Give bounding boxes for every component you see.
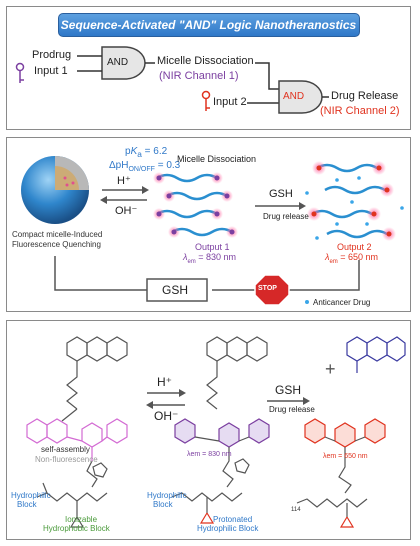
dph-prefix: ΔpH — [109, 160, 129, 171]
lambda-650-label: λem = 650 nm — [323, 453, 368, 460]
hydrophilic-block-2-line1: Hydrophilic — [147, 491, 187, 500]
pka-value: = 6.2 — [141, 146, 168, 157]
gate2-label: AND — [283, 91, 305, 102]
protonated-structure — [171, 336, 270, 524]
micelle-illustration — [21, 156, 404, 306]
output2-lambda-symbol: λ — [325, 252, 330, 262]
pka-sub: a — [137, 149, 142, 159]
wire-to-gate2 — [255, 62, 279, 90]
ionizable-line1: Ionizable — [65, 515, 98, 524]
protonated-line2: Hydrophilic Block — [197, 524, 259, 533]
fluorophore-dots-1 — [153, 172, 238, 238]
lambda-830-label: λem = 830 nm — [187, 451, 232, 458]
gsh-label-3: GSH — [275, 383, 302, 397]
protonated-line1: Protonated — [213, 515, 253, 524]
output2-value: = 650 nm — [337, 252, 379, 262]
and-gate-1 — [101, 46, 146, 80]
prodrug-structure — [26, 336, 128, 528]
dissociated-polymers — [156, 173, 233, 237]
ionizable-line2: Hydrophobic Block — [43, 524, 110, 533]
pka-label: pKa = 6.2 — [125, 146, 167, 159]
logic-panel: Sequence-Activated "AND" Logic Nanothera… — [6, 6, 411, 130]
drug-dots — [305, 176, 404, 240]
input2-label: Input 2 — [213, 96, 247, 108]
hydrophilic-block-2-line2: Block — [153, 500, 173, 509]
output1-label: Output 1 — [195, 242, 230, 252]
output2-label: Output 2 — [337, 242, 372, 252]
released-polymers — [311, 163, 388, 239]
h-plus-label: H⁺ — [117, 175, 131, 187]
compact-line-2: Fluorescence Quenching — [12, 240, 101, 249]
oh-minus-label: OH⁻ — [115, 205, 138, 217]
gsh-box-label: GSH — [162, 283, 189, 297]
output2-em: em — [329, 258, 338, 265]
nir-channel-1-label: (NIR Channel 1) — [159, 70, 239, 82]
fluorophore-dots-2 — [307, 161, 396, 241]
output2-lambda: λem = 650 nm — [325, 252, 378, 265]
oh-minus-label-3: OH⁻ — [154, 409, 179, 423]
dph-sub: ON/OFF — [128, 166, 155, 173]
output1-lambda-symbol: λ — [183, 252, 188, 262]
drug-legend-dot — [305, 300, 309, 304]
drug-release-label-3: Drug release — [269, 405, 315, 414]
released-structure — [296, 336, 406, 528]
non-fluorescence-label: Non-fluorescence — [35, 455, 98, 464]
panel-banner: Sequence-Activated "AND" Logic Nanothera… — [57, 13, 360, 37]
plus-sign: + — [325, 359, 336, 379]
hydrophilic-block-1-line1: Hydrophilic — [11, 491, 51, 500]
pka-k: K — [130, 146, 138, 157]
logic-circuit — [15, 46, 329, 114]
key-icon-red — [201, 90, 211, 111]
stop-sign-icon — [254, 274, 290, 306]
dph-value: = 0.3 — [154, 160, 181, 171]
sub-114-label: 114 — [291, 507, 301, 513]
output1-lambda: λem = 830 nm — [183, 252, 236, 265]
h-plus-label-3: H⁺ — [157, 375, 172, 389]
chemistry-panel: H⁺ OH⁻ GSH Drug release + self-assembly … — [6, 320, 411, 540]
drug-release-label: Drug release — [263, 212, 309, 221]
prodrug-label: Prodrug — [32, 49, 72, 61]
micelle-dissociation-label: Micelle Dissociation — [157, 55, 254, 67]
dph-label: ΔpHON/OFF = 0.3 — [109, 160, 180, 173]
hydrophilic-block-1-line2: Block — [17, 500, 37, 509]
key-icon-purple — [15, 62, 25, 83]
output1-value: = 830 nm — [195, 252, 237, 262]
self-assembly-label: self-assembly — [41, 445, 90, 454]
micelle-panel: pKa = 6.2 ΔpHON/OFF = 0.3 H⁺ OH⁻ Micelle… — [6, 137, 411, 312]
micelle-dissociation-label: Micelle Dissociation — [177, 154, 257, 164]
loop-line-left — [54, 256, 147, 291]
compact-line-1: Compact micelle-Induced — [12, 230, 103, 239]
chemical-structures — [26, 336, 406, 528]
gate1-label: AND — [107, 57, 129, 68]
loop-line-right — [289, 260, 360, 291]
drug-release-label: Drug Release — [331, 90, 399, 102]
gsh-box — [146, 278, 208, 302]
stop-label: STOP — [258, 285, 277, 292]
pka-prefix: p — [125, 146, 131, 157]
input1-label: Input 1 — [34, 65, 68, 77]
gsh-label: GSH — [269, 188, 293, 200]
compact-micelle — [21, 156, 89, 224]
anticancer-drug-label: Anticancer Drug — [313, 298, 371, 307]
output1-em: em — [187, 258, 196, 265]
nir-channel-2-label: (NIR Channel 2) — [320, 105, 400, 117]
and-gate-2 — [278, 80, 323, 114]
